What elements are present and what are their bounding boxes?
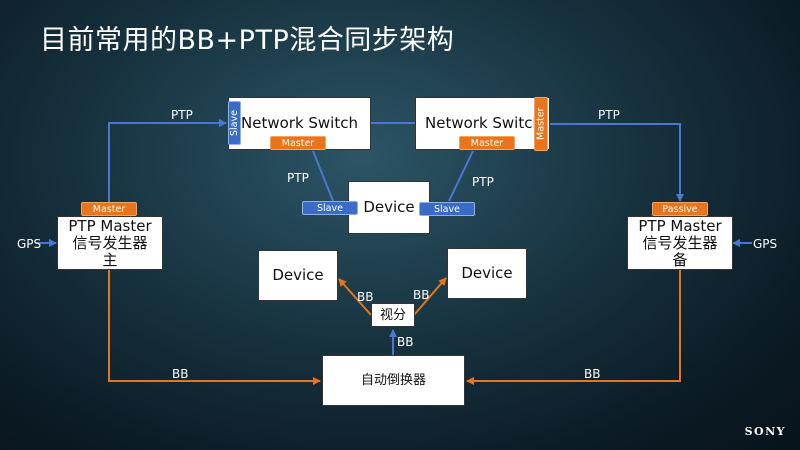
video-splitter-label: 视分 [379,307,406,323]
bb-label-right-device: BB [413,288,430,302]
device-right-label: Device [461,264,513,282]
device-slave-left-tag: Slave [302,201,358,215]
device-slave-right-tag: Slave [419,202,475,216]
bb-label-left-device: BB [357,290,374,304]
ptp-line-left-switch-device [312,150,334,202]
network-switch-right-label: Network Switch [425,115,537,132]
right-switch-master-tag: Master [459,136,515,150]
bb-line-main-to-changeover [108,270,321,385]
page-title: 目前常用的BB+PTP混合同步架构 [40,25,455,56]
bb-line-splitter-to-right-device [413,277,447,316]
ptp-master-backup-label: PTP Master 信号发生器 备 [638,216,722,269]
ptp-master-backup: PTP Master 信号发生器 备 [627,216,733,270]
right-switch-master-side-tag: Master [534,97,548,151]
gps-label-left: GPS [17,237,42,251]
ptp-line-main-to-switch [108,119,227,216]
device-left-label: Device [272,266,324,284]
sony-logo: SONY [744,425,786,438]
bb-label-splitter: BB [397,335,414,349]
ptp-label-top-right: PTP [598,108,620,122]
main-master-tag: Master [81,202,137,216]
auto-changeover: 自动倒换器 [322,355,465,406]
device-right: Device [447,248,527,299]
device-center: Device [348,181,430,234]
bb-label-bottom-left: BB [172,367,189,381]
backup-passive-tag: Passive [652,202,708,216]
ptp-line-right-switch-device [448,150,474,202]
video-splitter: 视分 [371,303,415,327]
left-switch-slave-tag: Slave [228,101,241,145]
ptp-label-device-left: PTP [287,171,309,185]
auto-changeover-label: 自动倒换器 [360,373,426,388]
ptp-label-device-right: PTP [472,175,494,189]
device-left: Device [258,250,338,301]
bb-line-backup-to-changeover [466,270,681,385]
bb-label-bottom-right: BB [584,367,601,381]
ptp-master-main: PTP Master 信号发生器 主 [57,216,163,270]
ptp-master-main-label: PTP Master 信号发生器 主 [68,216,152,269]
left-switch-master-tag: Master [270,136,326,150]
ptp-line-switch-to-backup [549,123,684,202]
gps-label-right: GPS [753,237,778,251]
device-center-label: Device [363,198,415,216]
network-switch-left-label: Network Switch [241,114,358,132]
bb-line-splitter-to-left-device [338,278,372,316]
ptp-label-top-left: PTP [171,108,193,122]
